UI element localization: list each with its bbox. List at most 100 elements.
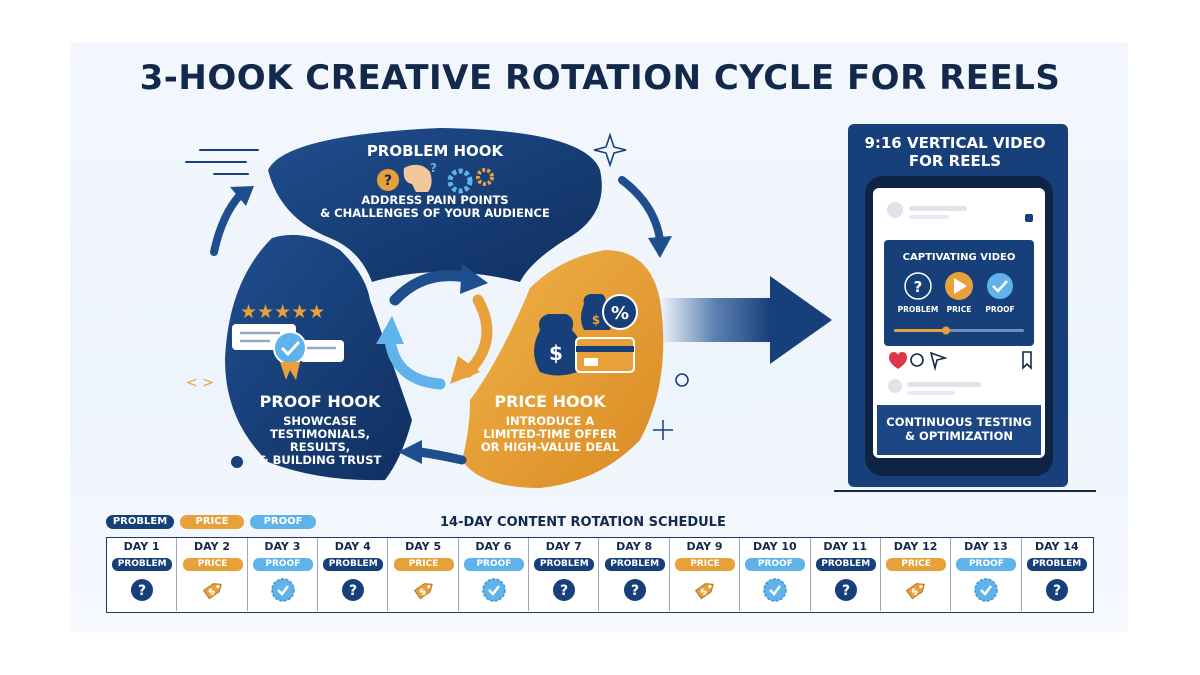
question-icon: ? bbox=[1045, 579, 1068, 601]
video-label-proof: PROOF bbox=[985, 305, 1015, 314]
problem-hook-desc-1: ADDRESS PAIN POINTS bbox=[361, 193, 509, 207]
legend-problem: PROBLEM bbox=[106, 515, 174, 529]
day-label: DAY 9 bbox=[686, 540, 723, 553]
day-hook-badge: PROBLEM bbox=[604, 558, 665, 571]
day-label: DAY 2 bbox=[193, 540, 231, 553]
day-label: DAY 7 bbox=[545, 540, 582, 553]
svg-text:★★★★★: ★★★★★ bbox=[240, 301, 325, 323]
price-hook-desc-2: LIMITED-TIME OFFER bbox=[483, 427, 617, 441]
page-title: 3-HOOK CREATIVE ROTATION CYCLE FOR REELS bbox=[139, 58, 1061, 98]
svg-text:?: ? bbox=[631, 583, 639, 599]
svg-text:$: $ bbox=[549, 341, 563, 365]
svg-text:$: $ bbox=[699, 586, 710, 598]
day-hook-badge: PRICE bbox=[675, 558, 736, 571]
question-icon: ? bbox=[623, 579, 646, 601]
proof-hook-desc-3: & BUILDING TRUST bbox=[258, 453, 382, 467]
price-hook-desc-1: INTRODUCE A bbox=[505, 414, 595, 428]
schedule-day-cell: DAY 4 PROBLEM? bbox=[318, 538, 389, 611]
day-label: DAY 13 bbox=[964, 540, 1008, 553]
five-stars-icon: ★★★★★ bbox=[240, 301, 325, 323]
video-proof-icon bbox=[987, 273, 1013, 299]
social-post-ui bbox=[887, 202, 1033, 395]
day-label: DAY 3 bbox=[264, 540, 301, 553]
day-hook-badge: PROBLEM bbox=[323, 558, 384, 571]
schedule-day-cell: DAY 9 PRICE $ bbox=[670, 538, 741, 611]
checkmark-badge-icon bbox=[763, 578, 788, 602]
proof-hook-title: PROOF HOOK bbox=[259, 392, 381, 411]
svg-text:?: ? bbox=[138, 583, 146, 599]
schedule-title: 14-DAY CONTENT ROTATION SCHEDULE bbox=[440, 515, 726, 530]
thinking-head-icon: ? bbox=[403, 161, 437, 192]
checkmark-badge-icon bbox=[482, 578, 506, 602]
post-avatar-placeholder bbox=[887, 202, 903, 218]
phone-footer: CONTINUOUS TESTING & OPTIMIZATION bbox=[877, 405, 1041, 455]
verified-badge-icon bbox=[273, 331, 307, 380]
sparkle-icon bbox=[593, 132, 627, 168]
cycle-arrow-bottom bbox=[398, 440, 467, 465]
flow-arrow-to-phone bbox=[660, 276, 832, 364]
day-hook-badge: PROBLEM bbox=[534, 558, 595, 571]
svg-text:?: ? bbox=[914, 278, 923, 296]
question-icon: ? bbox=[553, 579, 576, 601]
question-icon: ? bbox=[377, 169, 399, 191]
checkmark-badge-icon bbox=[974, 578, 999, 602]
problem-hook-segment bbox=[268, 128, 602, 282]
video-label-problem: PROBLEM bbox=[897, 305, 939, 314]
video-label-price: PRICE bbox=[946, 305, 972, 314]
day-hook-badge: PRICE bbox=[182, 558, 243, 571]
cycle-arrow-left bbox=[210, 186, 254, 256]
day-label: DAY 10 bbox=[753, 540, 797, 553]
comment-icon bbox=[910, 353, 924, 367]
svg-text:?: ? bbox=[349, 583, 357, 599]
phone-heading-line2: FOR REELS bbox=[908, 152, 1002, 170]
schedule-day-cell: DAY 7 PROBLEM? bbox=[529, 538, 600, 611]
video-hook-icons: ? bbox=[894, 272, 1024, 335]
day-label: DAY 8 bbox=[616, 540, 653, 553]
svg-text:?: ? bbox=[560, 583, 568, 599]
video-progress-bar[interactable] bbox=[894, 326, 1024, 335]
day-hook-badge: PROOF bbox=[463, 558, 524, 571]
problem-hook-desc-2: & CHALLENGES OF YOUR AUDIENCE bbox=[320, 206, 550, 220]
plus-sparkle-icon bbox=[653, 420, 673, 440]
price-tag-icon: $ bbox=[202, 583, 222, 600]
svg-text:$: $ bbox=[910, 586, 921, 598]
chevrons-decor: < > bbox=[186, 375, 214, 391]
day-label: DAY 12 bbox=[893, 540, 938, 553]
proof-hook-desc-2: TESTIMONIALS, RESULTS, bbox=[269, 427, 371, 454]
phone-footer-line1: CONTINUOUS TESTING bbox=[886, 415, 1032, 429]
schedule-day-cell: DAY 13 PROOF bbox=[951, 538, 1022, 611]
day-hook-badge: PROOF bbox=[252, 558, 313, 571]
cycle-arrow-top-right bbox=[618, 176, 672, 258]
checkmark-badge-icon bbox=[271, 578, 295, 602]
day-hook-badge: PROOF bbox=[956, 558, 1017, 571]
day-label: DAY 4 bbox=[334, 540, 371, 553]
price-tag-icon: $ bbox=[905, 583, 925, 600]
video-play-button-icon[interactable] bbox=[945, 272, 973, 300]
credit-card-icon bbox=[575, 337, 635, 373]
day-hook-badge: PRICE bbox=[393, 558, 454, 571]
phone-heading-line1: 9:16 VERTICAL VIDEO bbox=[864, 134, 1046, 152]
video-title: CAPTIVATING VIDEO bbox=[902, 252, 1016, 263]
day-hook-badge: PROBLEM bbox=[1026, 558, 1087, 571]
schedule-day-cell: DAY 2 PRICE $ bbox=[177, 538, 248, 611]
price-tag-icon: $ bbox=[413, 583, 433, 600]
small-ring-decor bbox=[675, 373, 689, 387]
day-label: DAY 14 bbox=[1034, 540, 1079, 553]
schedule-day-cell: DAY 8 PROBLEM? bbox=[600, 538, 670, 611]
problem-hook-text: PROBLEM HOOK ADDRESS PAIN POINTS & CHALL… bbox=[320, 142, 550, 220]
schedule-day-cell: DAY 3 PROOF bbox=[248, 538, 319, 611]
schedule-day-cell: DAY 14 PROBLEM? bbox=[1022, 538, 1092, 611]
question-icon: ? bbox=[131, 579, 154, 601]
question-icon: ? bbox=[834, 579, 857, 601]
schedule-day-cell: DAY 5 PRICE $ bbox=[388, 538, 459, 611]
phone-footer-line2: & OPTIMIZATION bbox=[905, 429, 1013, 443]
rotation-arrows-icon bbox=[376, 264, 493, 390]
problem-hook-title: PROBLEM HOOK bbox=[366, 142, 504, 160]
svg-text:%: % bbox=[611, 303, 629, 324]
day-label: DAY 5 bbox=[405, 540, 442, 553]
